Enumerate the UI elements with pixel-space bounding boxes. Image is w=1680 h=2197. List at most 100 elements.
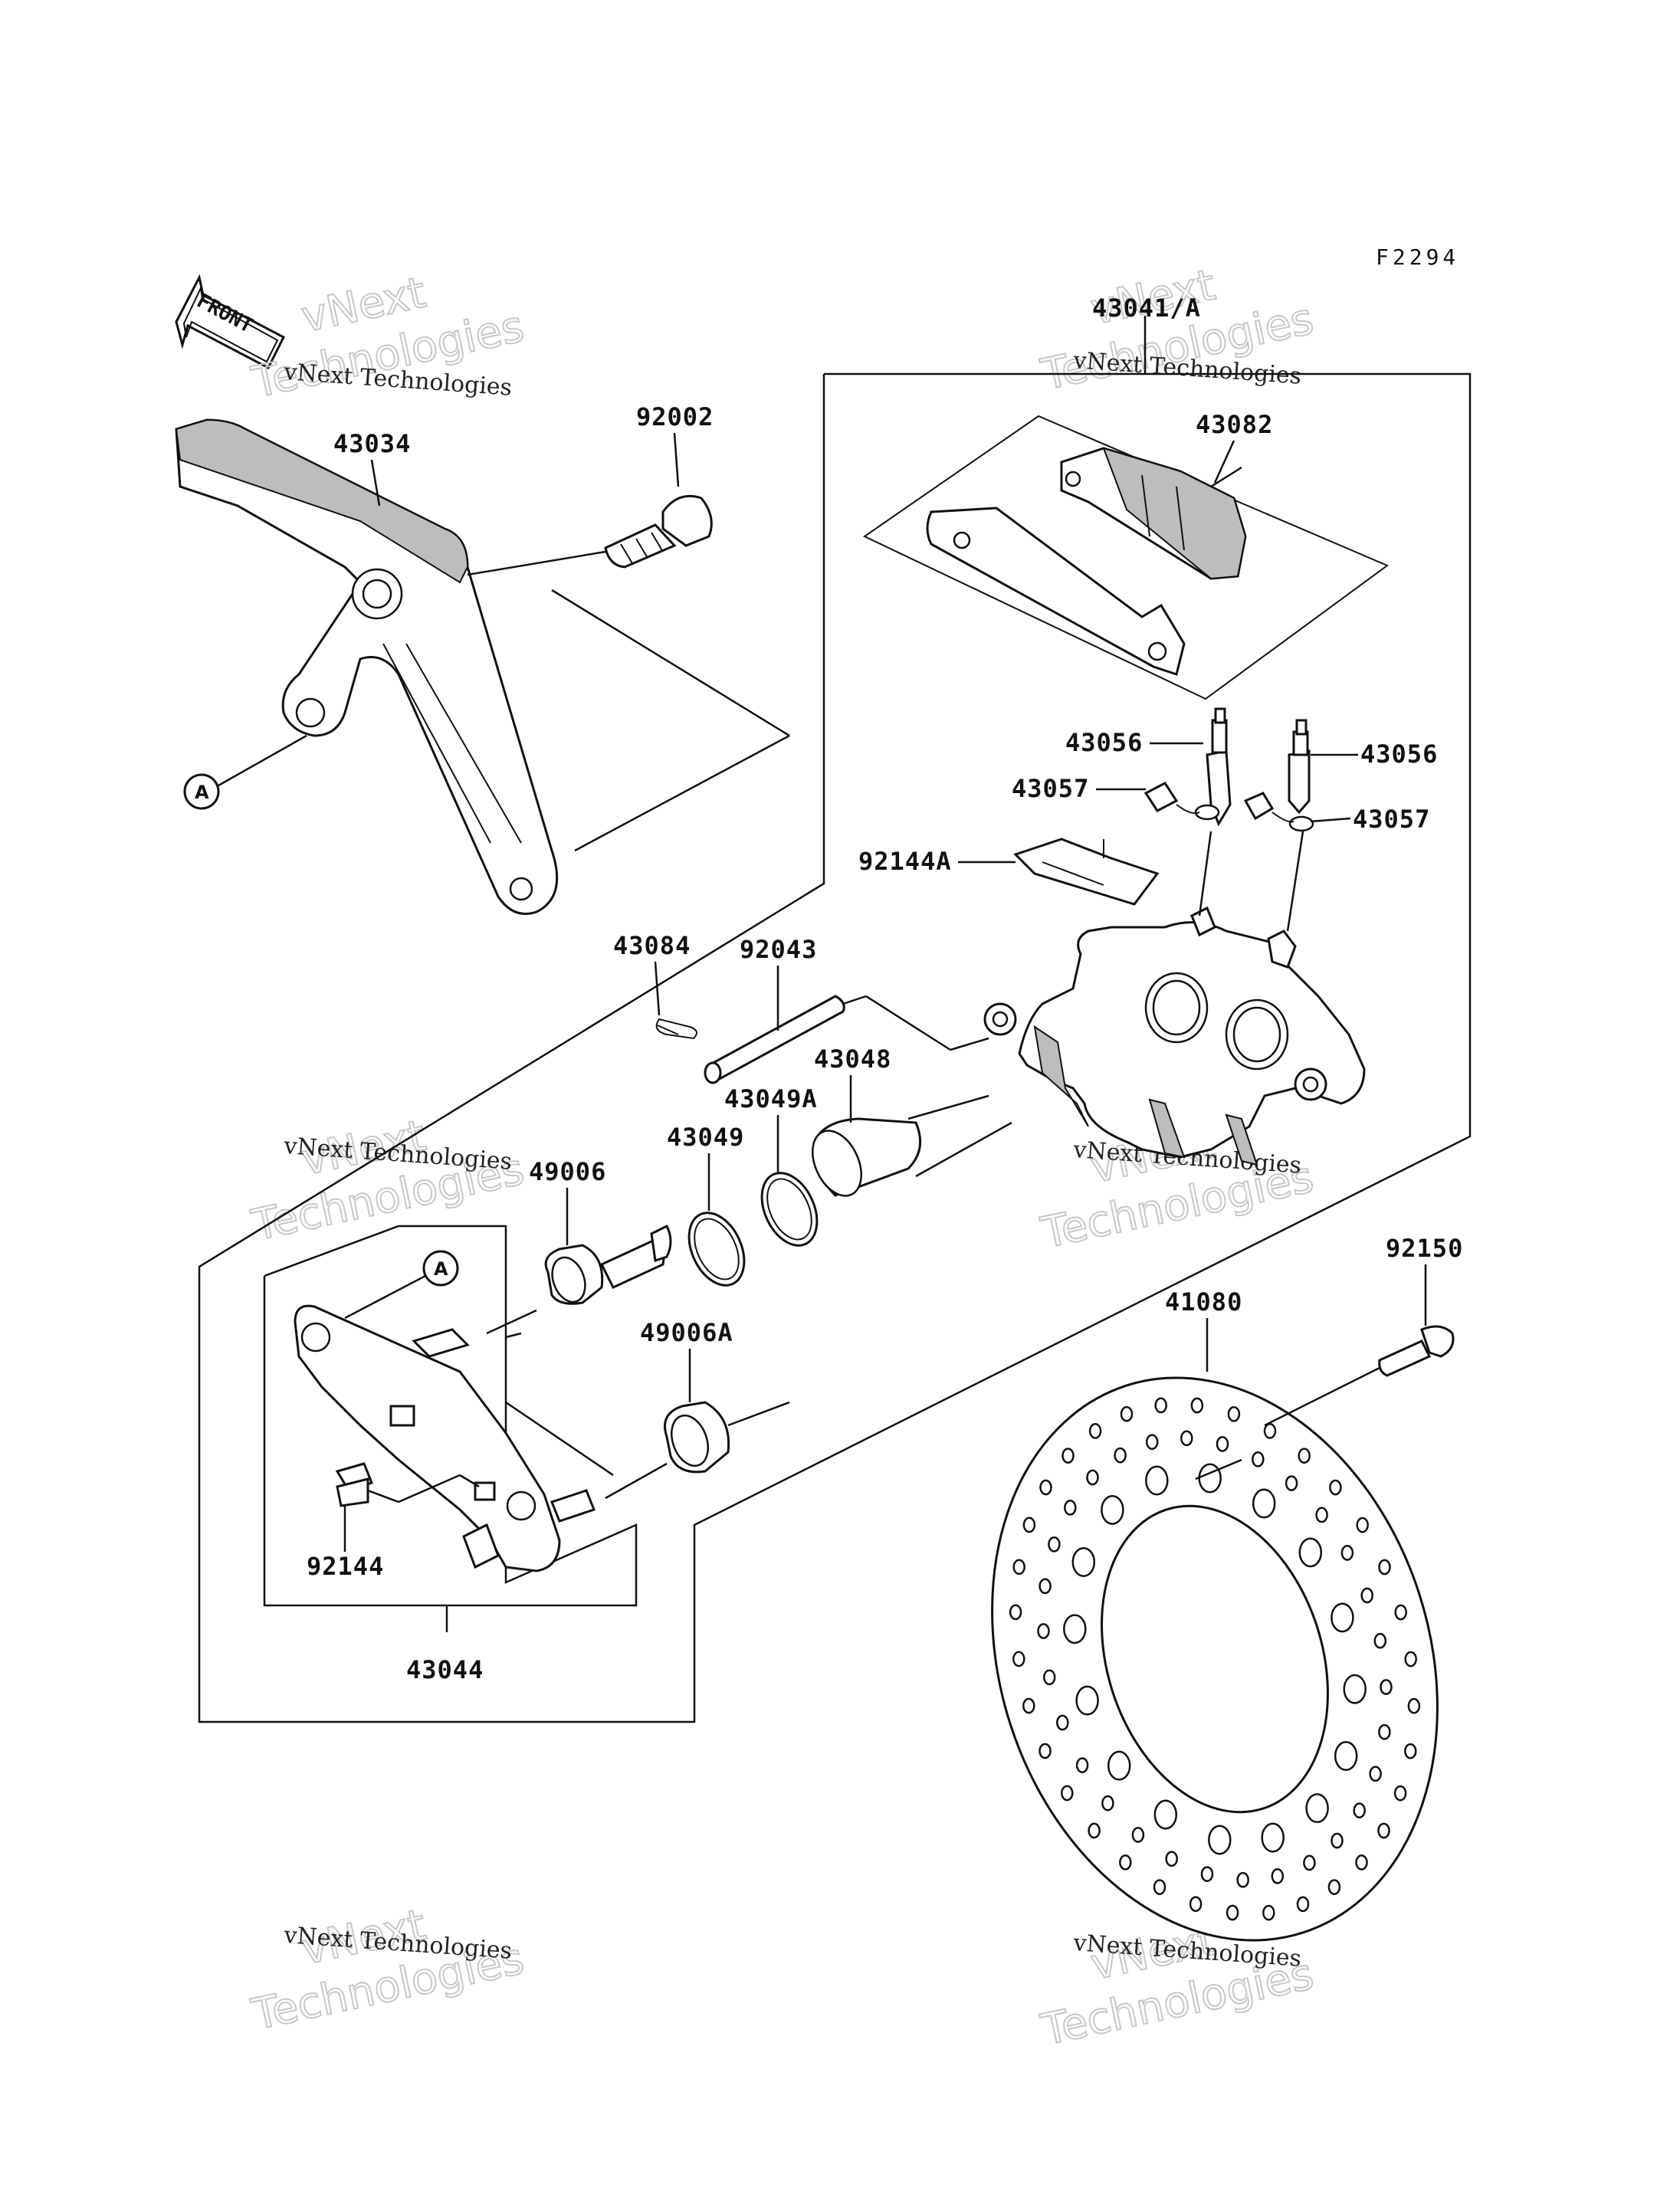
disc-hole — [1022, 1697, 1035, 1714]
disc-hole — [1377, 1822, 1390, 1839]
label-43056-left: 43056 — [1065, 728, 1143, 757]
disc-hole — [1334, 1741, 1358, 1771]
label-43049: 43049 — [667, 1123, 744, 1152]
disc-hole — [1404, 1651, 1417, 1667]
label-92144: 92144 — [307, 1552, 384, 1581]
disc-hole — [1189, 1896, 1203, 1913]
disc-hole — [1298, 1448, 1311, 1464]
disc-hole — [1216, 1436, 1229, 1452]
label-43041a: 43041/A — [1092, 293, 1201, 323]
disc-hole — [1088, 1423, 1102, 1439]
disc-hole — [1340, 1545, 1354, 1561]
disc-hole — [1331, 1832, 1344, 1849]
disc-hole — [1296, 1896, 1310, 1913]
label-43056-right: 43056 — [1360, 739, 1438, 769]
caliper-bracket-43034 — [175, 418, 559, 915]
disc-hole — [1075, 1685, 1099, 1716]
disc-hole — [1056, 1714, 1069, 1731]
callout-a-label-2: A — [434, 1258, 448, 1280]
piston-43048 — [812, 1117, 1012, 1197]
disc-hole — [1236, 1871, 1249, 1888]
part-labels: 43041/A 43082 43034 92002 43056 43056 43… — [307, 293, 1463, 1684]
seal-43049a — [760, 1172, 819, 1247]
bleeder-cap-right — [1243, 792, 1314, 832]
disc-hole — [1071, 1547, 1096, 1577]
disc-hole — [1327, 1879, 1341, 1895]
disc-hole — [1042, 1669, 1056, 1686]
disc-hole — [1088, 1822, 1101, 1839]
disc-hole — [1061, 1785, 1074, 1802]
disc-hole — [1356, 1517, 1369, 1533]
assembly-boundary-43044 — [263, 1225, 638, 1607]
bleeder-valve-right — [1288, 719, 1311, 815]
label-92043: 92043 — [740, 935, 817, 964]
boot-49006 — [486, 1224, 672, 1335]
label-92150: 92150 — [1386, 1234, 1463, 1263]
disc-hole — [1190, 1397, 1204, 1414]
disc-hole — [1404, 1743, 1417, 1759]
disc-hole — [1343, 1674, 1367, 1704]
disc-hole — [1298, 1537, 1323, 1568]
disc-hole — [1120, 1405, 1134, 1422]
disc-hole — [1394, 1604, 1407, 1621]
bolt-92002 — [604, 494, 713, 569]
disc-hole — [1305, 1793, 1329, 1824]
disc-hole — [1200, 1866, 1214, 1882]
disc-hole — [1145, 1434, 1159, 1451]
disc-hole — [1037, 1623, 1050, 1639]
disc-hole — [1355, 1854, 1368, 1871]
disc-hole — [1153, 1879, 1166, 1895]
disc-hole — [1012, 1559, 1025, 1576]
disc-hole — [1208, 1825, 1232, 1855]
disc-hole — [1061, 1448, 1075, 1464]
label-49006a: 49006A — [640, 1318, 733, 1347]
label-43049a: 43049A — [724, 1084, 818, 1113]
pin-92043 — [704, 995, 989, 1084]
disc-hole — [1101, 1494, 1124, 1525]
label-43034: 43034 — [333, 429, 411, 458]
disc-hole — [1039, 1578, 1052, 1595]
assembly-boundary-43041 — [198, 372, 1472, 1723]
label-43048: 43048 — [814, 1044, 891, 1074]
disc-hole — [1378, 1559, 1391, 1576]
seal-43049 — [687, 1212, 746, 1287]
disc-hole — [1165, 1851, 1178, 1867]
disc-hole — [1022, 1517, 1036, 1533]
label-92002: 92002 — [636, 402, 714, 431]
disc-hole — [1198, 1463, 1222, 1494]
disc-hole — [1101, 1795, 1114, 1812]
disc-hole — [1064, 1500, 1077, 1516]
disc-hole — [1075, 1757, 1089, 1773]
disc-hole — [1353, 1802, 1366, 1818]
disc-hole — [1048, 1536, 1061, 1553]
disc-hole — [1154, 1397, 1167, 1414]
disc-hole — [1039, 1743, 1052, 1759]
disc-hole — [1226, 1904, 1239, 1921]
disc-hole — [1180, 1430, 1193, 1447]
disc-hole — [1369, 1766, 1382, 1782]
caliper-body — [983, 831, 1366, 1166]
bolt-92150 — [1195, 1325, 1455, 1481]
disc-hole — [1360, 1587, 1373, 1604]
disc-hole — [1039, 1479, 1052, 1496]
label-43057-right: 43057 — [1353, 805, 1430, 834]
disc-hole — [1145, 1465, 1169, 1496]
disc-hole — [1086, 1469, 1099, 1486]
pad-spring-92144a — [1013, 838, 1160, 906]
disc-hole — [1107, 1750, 1131, 1781]
callout-a-bracket: A — [183, 734, 307, 810]
disc-hole — [1227, 1405, 1241, 1422]
disc-hole — [1012, 1651, 1025, 1667]
clip-43084 — [655, 1018, 697, 1040]
disc-hole — [1252, 1451, 1265, 1467]
disc-hole — [1263, 1423, 1277, 1439]
pad-spring-92144 — [335, 1462, 480, 1507]
disc-hole — [1271, 1867, 1285, 1884]
label-43082: 43082 — [1196, 410, 1273, 439]
boot-49006a — [605, 1401, 790, 1500]
support-bracket — [294, 1304, 596, 1572]
disc-hole — [1393, 1785, 1407, 1802]
disc-hole — [1063, 1614, 1087, 1644]
disc-hole — [1009, 1604, 1022, 1621]
